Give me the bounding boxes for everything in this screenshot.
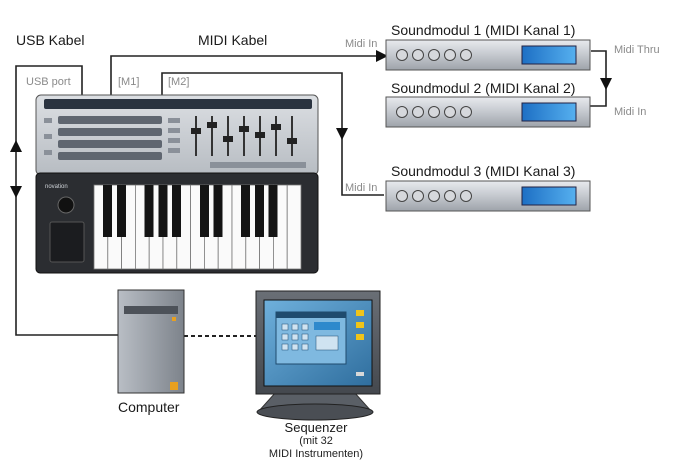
midi-cable-label: MIDI Kabel: [198, 32, 268, 48]
midi-in-3-label: Midi In: [345, 182, 378, 194]
midi-cable-m2: [161, 72, 384, 196]
sequencer-window: [275, 311, 347, 365]
sound-module-2: [385, 96, 591, 128]
sound-module-1: [385, 39, 591, 71]
sequencer-label: Sequenzer: [284, 420, 348, 435]
sequencer-sub-1: (mit 32: [299, 435, 333, 447]
arrow-m2-down: [336, 128, 348, 140]
arrow-usb-up: [10, 140, 22, 152]
folder-icons: [356, 310, 364, 340]
usb-cable-label: USB Kabel: [16, 32, 85, 48]
power-led: [170, 382, 178, 390]
keyboard-led-strip: [44, 99, 312, 109]
usb-cable: [15, 65, 118, 336]
midi-cable-m1: [110, 55, 378, 96]
module-2-display: [521, 102, 577, 122]
module-3-display: [521, 186, 577, 206]
midi-thru-label: Midi Thru: [614, 44, 660, 56]
module-2-title: Soundmodul 2 (MIDI Kanal 2): [391, 80, 576, 96]
module-1-title: Soundmodul 1 (MIDI Kanal 1): [391, 22, 576, 38]
arrow-thru-down: [600, 78, 612, 90]
drive-bay: [124, 306, 178, 314]
monitor: [255, 290, 381, 421]
module-1-display: [521, 45, 577, 65]
keyboard-brand: novation: [45, 184, 68, 190]
midi-keyboard: novation: [35, 94, 319, 274]
m2-label: [M2]: [168, 76, 190, 88]
cables: [15, 50, 607, 337]
black-keys: [103, 185, 278, 237]
computer-label: Computer: [118, 399, 180, 415]
joystick: [57, 196, 75, 214]
arrow-m1-in: [376, 50, 388, 62]
touchpad: [49, 221, 85, 263]
arrowheads: [10, 50, 612, 198]
sequencer-sub-2: MIDI Instrumenten): [268, 448, 364, 460]
midi-in-1-label: Midi In: [345, 38, 378, 50]
midi-in-2-label: Midi In: [614, 106, 647, 118]
m1-label: [M1]: [118, 76, 140, 88]
usb-port-label: USB port: [26, 76, 71, 88]
module-3-title: Soundmodul 3 (MIDI Kanal 3): [391, 163, 576, 179]
computer-tower: [117, 289, 185, 394]
arrow-usb-down: [10, 186, 22, 198]
sound-module-3: [385, 180, 591, 212]
